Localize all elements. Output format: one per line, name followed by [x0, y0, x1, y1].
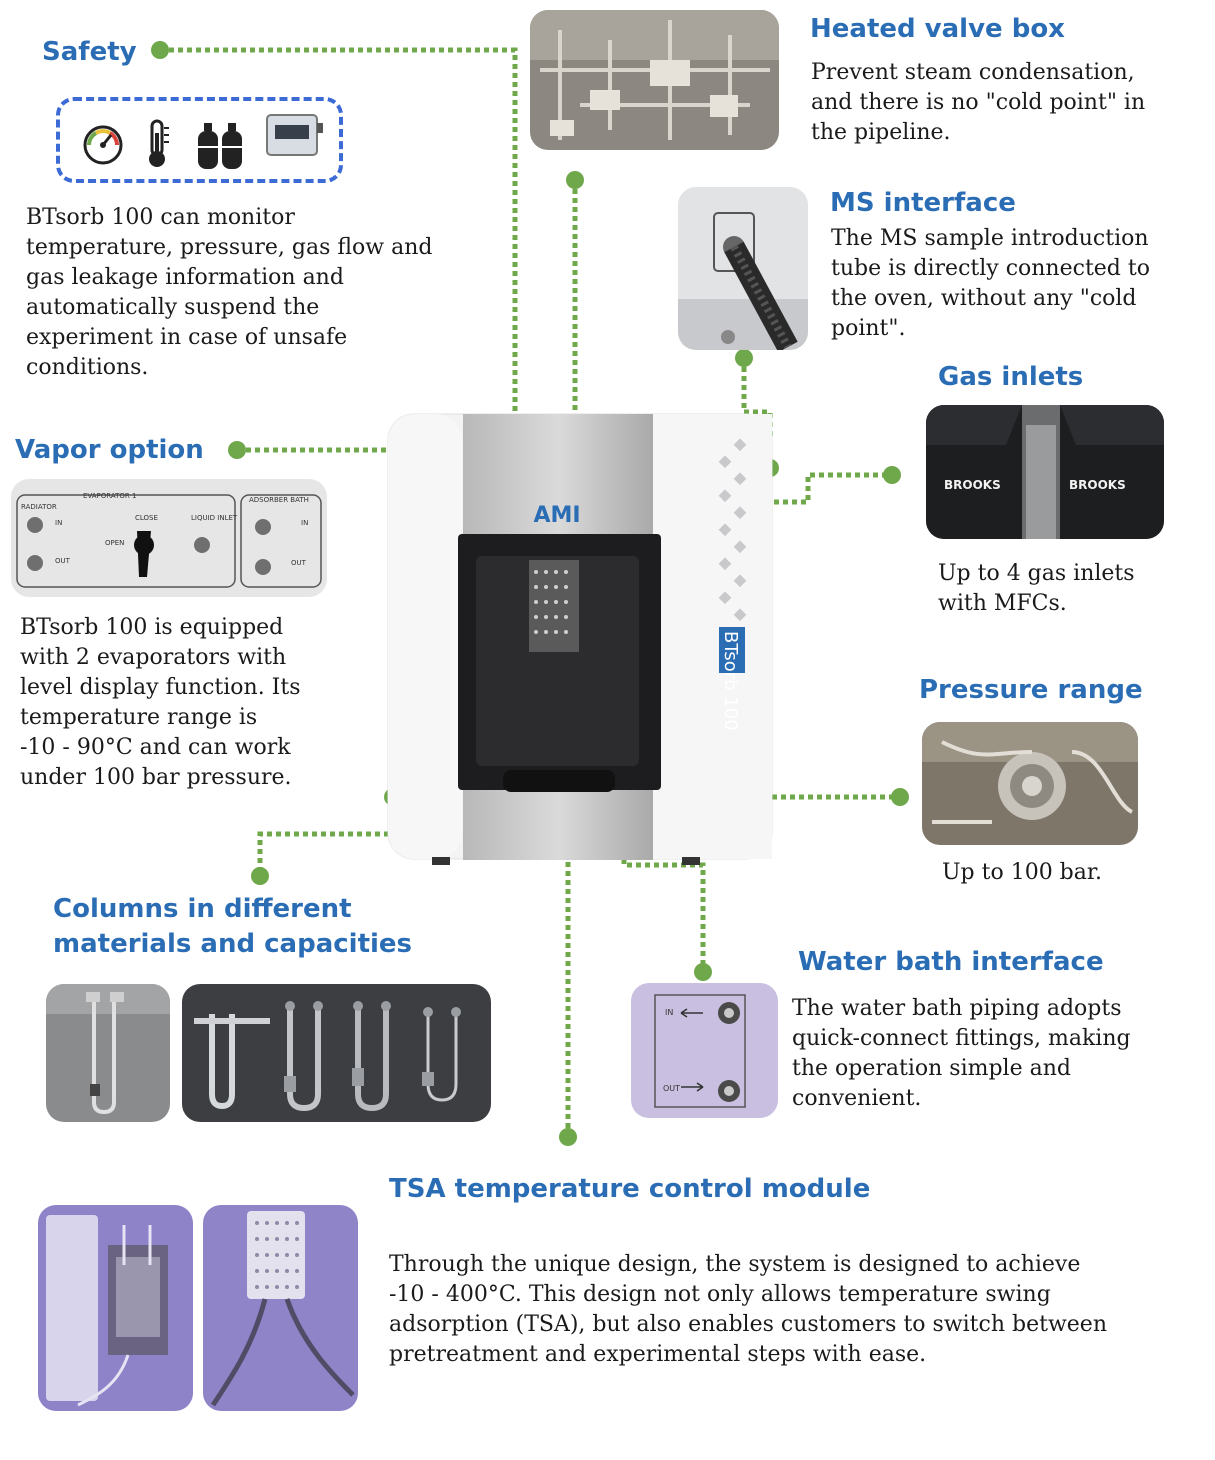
svg-text:IN: IN [665, 1008, 673, 1017]
water-bath-title: Water bath interface [798, 947, 1104, 977]
water-bath-description: The water bath piping adopts quick-conne… [792, 996, 1131, 1111]
vapor-option-title: Vapor option [15, 435, 204, 465]
svg-text:ADSORBER BATH: ADSORBER BATH [249, 496, 309, 504]
svg-text:OUT: OUT [663, 1084, 680, 1093]
connector-dot [559, 1128, 577, 1146]
connector-dot [883, 466, 901, 484]
tsa-description: Through the unique design, the system is… [389, 1252, 1107, 1367]
svg-text:IN: IN [301, 519, 308, 527]
svg-text:BROOKS: BROOKS [1069, 478, 1126, 492]
water-bath-photo: IN OUT [631, 983, 778, 1118]
ms-interface-description: The MS sample introduction tube is direc… [831, 226, 1150, 341]
connector-dot [251, 867, 269, 885]
instrument-right-panel [653, 414, 772, 859]
ms-interface-photo [678, 187, 808, 350]
svg-text:EVAPORATOR 1: EVAPORATOR 1 [83, 492, 136, 500]
svg-text:LIQUID INLET: LIQUID INLET [191, 514, 238, 522]
connector-dot [566, 171, 584, 189]
heated-valve-box-description: Prevent steam condensation, and there is… [811, 60, 1146, 145]
connector-dot [151, 41, 169, 59]
svg-text:CLOSE: CLOSE [135, 514, 158, 522]
connector-dot [694, 963, 712, 981]
gas-inlets-photo: BROOKS BROOKS [926, 405, 1164, 539]
tsa-module-photo-heater [203, 1205, 358, 1411]
instrument-foot [682, 857, 700, 865]
gas-cylinders-icon [194, 119, 246, 171]
instrument-top-steel [463, 414, 653, 534]
instrument-bottom-steel [463, 788, 653, 860]
heated-valve-box-title: Heated valve box [810, 14, 1065, 44]
oven-heater-mesh [529, 560, 579, 652]
instrument-foot [432, 857, 450, 865]
safety-title: Safety [42, 37, 137, 67]
instrument-logo: AMI [533, 503, 580, 528]
thermometer-icon [142, 119, 172, 171]
svg-text:OPEN: OPEN [105, 539, 124, 547]
instrument-left-panel [388, 414, 462, 859]
columns-collection-photo [182, 984, 491, 1122]
safety-description: BTsorb 100 can monitor temperature, pres… [26, 205, 433, 380]
oven-window [476, 556, 639, 766]
svg-text:OUT: OUT [55, 557, 71, 565]
btsorb-instrument-illustration: AMI BTsorb 100 [387, 413, 773, 865]
gas-inlets-description: Up to 4 gas inlets with MFCs. [938, 561, 1135, 616]
column-installed-photo [46, 984, 170, 1122]
gas-inlets-title: Gas inlets [938, 362, 1084, 392]
model-label: BTsorb 100 [720, 631, 741, 731]
vapor-option-description: BTsorb 100 is equipped with 2 evaporator… [20, 615, 301, 790]
model-label-box [719, 627, 745, 673]
svg-text:IN: IN [55, 519, 62, 527]
connector-dot [891, 788, 909, 806]
pressure-gauge-icon [80, 119, 126, 171]
columns-title: Columns in different materials and capac… [53, 894, 413, 959]
connector-dot [228, 441, 246, 459]
safety-icon-box [56, 97, 343, 183]
tsa-module-photo-open [38, 1205, 193, 1411]
svg-text:RADIATOR: RADIATOR [21, 503, 57, 511]
connector-dot [735, 349, 753, 367]
pressure-range-photo [922, 722, 1138, 845]
pressure-range-title: Pressure range [919, 675, 1143, 705]
vapor-option-panel-photo: EVAPORATOR 1 ADSORBER BATH RADIATOR IN O… [11, 479, 327, 597]
ms-interface-title: MS interface [830, 188, 1016, 218]
oven-door-handle [503, 770, 615, 792]
pressure-range-description: Up to 100 bar. [942, 860, 1102, 885]
leak-detector-icon [265, 113, 325, 165]
tsa-title: TSA temperature control module [389, 1174, 871, 1204]
svg-text:BROOKS: BROOKS [944, 478, 1001, 492]
heated-valve-box-photo [530, 10, 779, 150]
svg-text:OUT: OUT [291, 559, 307, 567]
